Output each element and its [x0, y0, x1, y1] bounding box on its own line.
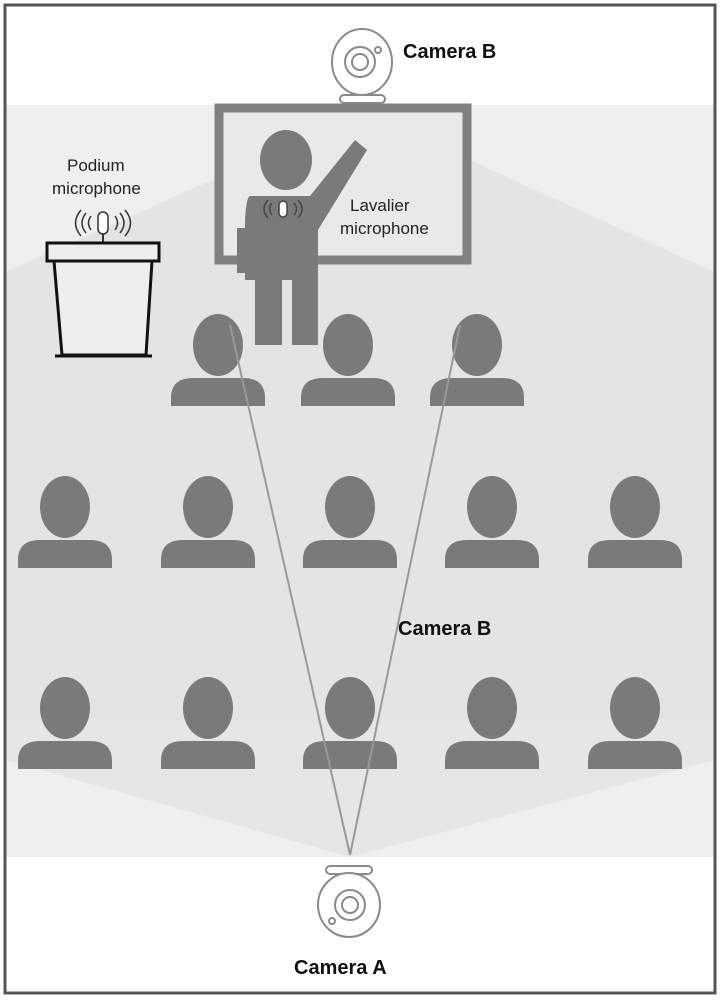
audience-person-icon [445, 476, 539, 568]
lavalier-label-2: microphone [340, 219, 429, 238]
podium-label-1: Podium [67, 156, 125, 175]
lavalier-microphone-icon [263, 199, 303, 219]
audience-person-icon [18, 476, 112, 568]
audience-person-icon [430, 314, 524, 406]
audience-person-icon [161, 476, 255, 568]
camera-a-label: Camera A [294, 957, 387, 979]
camera-b-webcam-icon [331, 28, 393, 104]
podium-microphone-icon [74, 209, 132, 242]
audience-person-icon [303, 476, 397, 568]
audience-person-icon [18, 677, 112, 769]
frame-border [3, 3, 717, 995]
camera-a-webcam-icon [317, 865, 381, 938]
camera-a-sightline-left [229, 324, 351, 856]
audience-person-icon [588, 677, 682, 769]
camera-b-label: Camera B [403, 41, 496, 63]
presenter-person-icon [237, 130, 367, 345]
camera-b-field-label: Camera B [398, 618, 491, 640]
podium-icon [45, 241, 161, 358]
audience-person-icon [588, 476, 682, 568]
lavalier-label-1: Lavalier [350, 196, 410, 215]
audience [18, 314, 682, 769]
audience-person-icon [301, 314, 395, 406]
audience-person-icon [161, 677, 255, 769]
audience-person-icon [303, 677, 397, 769]
podium-label-2: microphone [52, 179, 141, 198]
audience-person-icon [445, 677, 539, 769]
camera-a-sightline-right [349, 324, 461, 856]
